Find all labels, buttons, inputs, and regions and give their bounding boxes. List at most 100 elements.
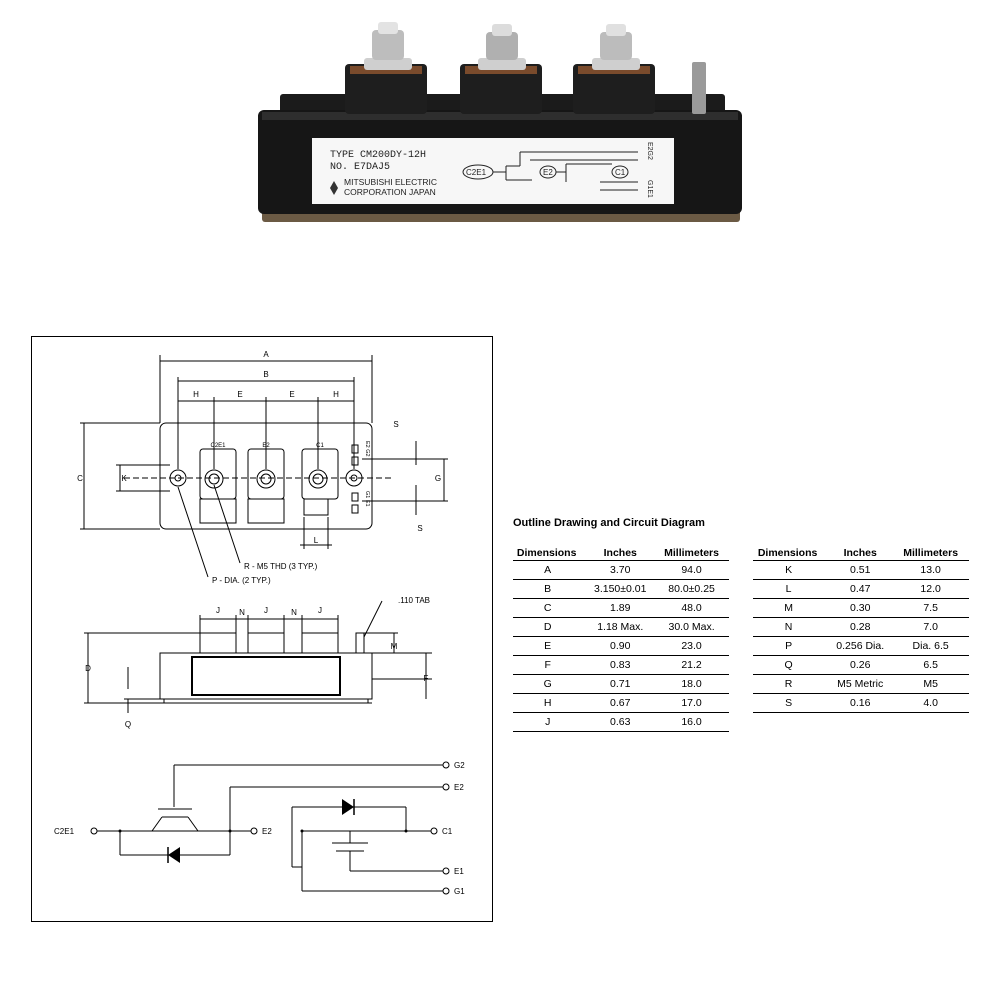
terminal-e2-mid-icon [250,827,258,835]
section-title: Outline Drawing and Circuit Diagram [513,517,705,529]
dim-label-j: J [264,606,268,615]
cell-inches: 0.30 [828,598,893,618]
terminal-label-g1e1: G1 E1 [364,491,370,507]
dim-label-j: J [216,606,220,615]
circuit-label-c2e1: C2E1 [54,827,75,836]
cell-dimension: A [513,560,587,580]
cell-millimeters: 6.5 [892,655,969,675]
cell-inches: 0.26 [828,655,893,675]
cell-inches: 0.71 [586,674,655,694]
label-maker-1: MITSUBISHI ELECTRIC [344,177,437,187]
circuit-label-e2-top: E2 [454,783,464,792]
terminal-bolt [364,22,412,70]
terminal-label-e2g2: E2 G2 [364,441,370,457]
cell-millimeters: 16.0 [654,712,729,732]
diode-icon [168,847,180,863]
module-photo: TYPE CM200DY-12H NO. E7DAJ5 MITSUBISHI E… [258,22,742,222]
cell-inches: M5 Metric [828,674,893,694]
cell-dimension: C [513,598,587,618]
cell-millimeters: 7.5 [892,598,969,618]
cell-dimension: D [513,617,587,637]
label-pin-g1e1: G1E1 [646,180,653,198]
dim-label-h: H [333,390,339,399]
cell-millimeters: M5 [892,674,969,694]
cell-millimeters: Dia. 6.5 [892,636,969,656]
dim-label-l: L [314,536,319,545]
header-inches: Inches [586,546,655,561]
callout-tab: .110 TAB [398,596,430,605]
cell-inches: 0.28 [828,617,893,637]
label-pin-e2g2: E2G2 [646,142,653,160]
cell-dimension: K [753,560,829,580]
cell-dimension: S [753,693,829,713]
dim-label-n: N [239,608,245,617]
terminal-e2-icon [442,783,450,791]
label-pin-c1: C1 [615,168,626,177]
top-view [80,355,448,578]
terminal-label-c1: C1 [316,443,324,449]
dim-label-g: G [435,474,441,483]
cell-dimension: P [753,636,829,656]
table-header-row: Dimensions Inches Millimeters [753,546,969,561]
terminal-label-e2: E2 [262,443,270,449]
cell-inches: 1.18 Max. [586,617,655,637]
dim-label-q: Q [125,720,131,729]
diode-icon [342,799,354,815]
dim-label-e: E [237,390,242,399]
callout-hole: P - DIA. (2 TYP.) [212,576,271,585]
terminal-g2-icon [442,761,450,769]
cell-dimension: N [753,617,829,637]
cell-millimeters: 48.0 [654,598,729,618]
cell-millimeters: 4.0 [892,693,969,713]
mitsubishi-logo-icon [330,181,338,195]
cell-inches: 0.47 [828,579,893,599]
cell-millimeters: 23.0 [654,636,729,656]
dim-label-f: F [424,674,429,683]
cell-dimension: E [513,636,587,656]
circuit-diagram [119,764,444,892]
cell-millimeters: 7.0 [892,617,969,637]
label-number: NO. E7DAJ5 [330,162,390,173]
cell-millimeters: 12.0 [892,579,969,599]
cell-inches: 3.150±0.01 [586,579,655,599]
cell-millimeters: 17.0 [654,693,729,713]
terminal-c1-icon [430,827,438,835]
cell-inches: 3.70 [586,560,655,580]
dim-label-a: A [263,350,269,359]
header-dimensions: Dimensions [753,546,829,561]
circuit-label-c1: C1 [442,827,453,836]
terminal-e1-icon [442,867,450,875]
header-dimensions: Dimensions [513,546,587,561]
callout-thread: R - M5 THD (3 TYP.) [244,562,318,571]
dim-label-j: J [318,606,322,615]
dim-label-n: N [291,608,297,617]
cell-dimension: Q [753,655,829,675]
header-millimeters: Millimeters [892,546,969,561]
cell-millimeters: 18.0 [654,674,729,694]
cell-millimeters: 21.2 [654,655,729,675]
dim-label-b: B [263,370,268,379]
dim-label-e: E [289,390,294,399]
label-type: TYPE CM200DY-12H [330,150,426,161]
label-pin-e2: E2 [543,168,553,177]
header-millimeters: Millimeters [654,546,729,561]
label-circuit-diagram [462,151,638,191]
circuit-label-e1: E1 [454,867,464,876]
header-inches: Inches [828,546,893,561]
dim-label-d: D [85,664,91,673]
cell-millimeters: 13.0 [892,560,969,580]
